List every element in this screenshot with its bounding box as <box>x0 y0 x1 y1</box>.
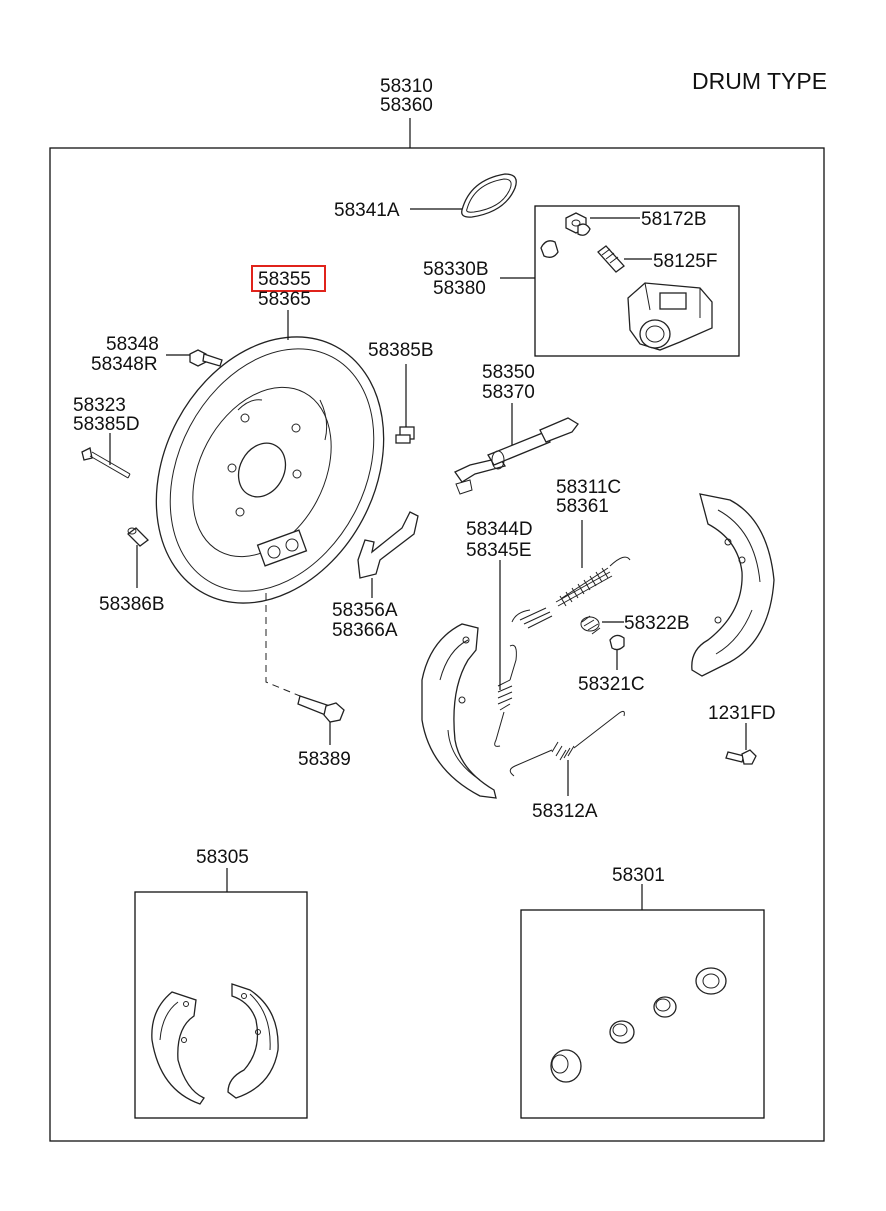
label-58323[interactable]: 58323 <box>73 395 126 416</box>
bleeder-cup-part <box>540 240 559 258</box>
plug-small-part <box>127 527 149 547</box>
bolt-part <box>189 349 223 367</box>
bleeder-cap-part <box>565 212 591 236</box>
upper-spring-part <box>511 556 631 629</box>
label-58312A[interactable]: 58312A <box>532 801 598 822</box>
label-58311C[interactable]: 58311C <box>556 477 621 498</box>
label-58385D[interactable]: 58385D <box>73 414 140 435</box>
assembly-frame <box>49 147 825 1142</box>
label-58385B[interactable]: 58385B <box>368 340 434 361</box>
cup-part <box>609 634 625 651</box>
bleeder-screw-part <box>597 245 625 273</box>
label-58301[interactable]: 58301 <box>612 865 665 886</box>
pin-part <box>81 447 131 479</box>
label-58305[interactable]: 58305 <box>196 847 249 868</box>
brake-shoe-left-part <box>421 623 497 799</box>
adjuster-part <box>454 417 579 495</box>
label-58348[interactable]: 58348 <box>106 334 159 355</box>
label-58389[interactable]: 58389 <box>298 749 351 770</box>
spring-small-part <box>580 615 601 635</box>
label-58350[interactable]: 58350 <box>482 362 535 383</box>
repair-kit-box <box>520 909 765 1119</box>
label-58125F[interactable]: 58125F <box>653 251 717 272</box>
label-58366A[interactable]: 58366A <box>332 620 398 641</box>
brake-shoe-right-part <box>691 493 775 677</box>
label-58361[interactable]: 58361 <box>556 496 609 517</box>
seal-ring-part <box>461 173 517 218</box>
screw-part <box>725 749 757 765</box>
label-1231FD[interactable]: 1231FD <box>708 703 776 724</box>
label-58360[interactable]: 58360 <box>380 95 433 116</box>
repair-kit-part <box>550 967 727 1083</box>
backing-plate-part <box>155 336 385 604</box>
shoe-kit-part <box>151 983 279 1105</box>
label-58355[interactable]: 58355 <box>258 269 311 290</box>
wheel-cylinder-part <box>627 282 713 351</box>
label-58310[interactable]: 58310 <box>380 76 433 97</box>
label-58356A[interactable]: 58356A <box>332 600 398 621</box>
label-58370[interactable]: 58370 <box>482 382 535 403</box>
diagram-title: DRUM TYPE <box>692 68 827 94</box>
label-58344D[interactable]: 58344D <box>466 519 533 540</box>
label-58172B[interactable]: 58172B <box>641 209 707 230</box>
label-58321C[interactable]: 58321C <box>578 674 645 695</box>
label-58322B[interactable]: 58322B <box>624 613 690 634</box>
shoe-kit-box <box>134 891 308 1119</box>
lower-spring-part <box>509 710 625 777</box>
label-58341A[interactable]: 58341A <box>334 200 400 221</box>
bolt-lower-part <box>297 695 345 723</box>
label-58380[interactable]: 58380 <box>433 278 486 299</box>
hold-spring-part <box>494 644 517 747</box>
label-58386B[interactable]: 58386B <box>99 594 165 615</box>
label-58330B[interactable]: 58330B <box>423 259 489 280</box>
highlight-box <box>251 265 326 292</box>
label-58345E[interactable]: 58345E <box>466 540 532 561</box>
wheel-cylinder-box <box>534 205 740 357</box>
lever-part <box>357 511 419 579</box>
plug-part <box>395 426 415 444</box>
label-58365[interactable]: 58365 <box>258 289 311 310</box>
label-58348R[interactable]: 58348R <box>91 354 158 375</box>
